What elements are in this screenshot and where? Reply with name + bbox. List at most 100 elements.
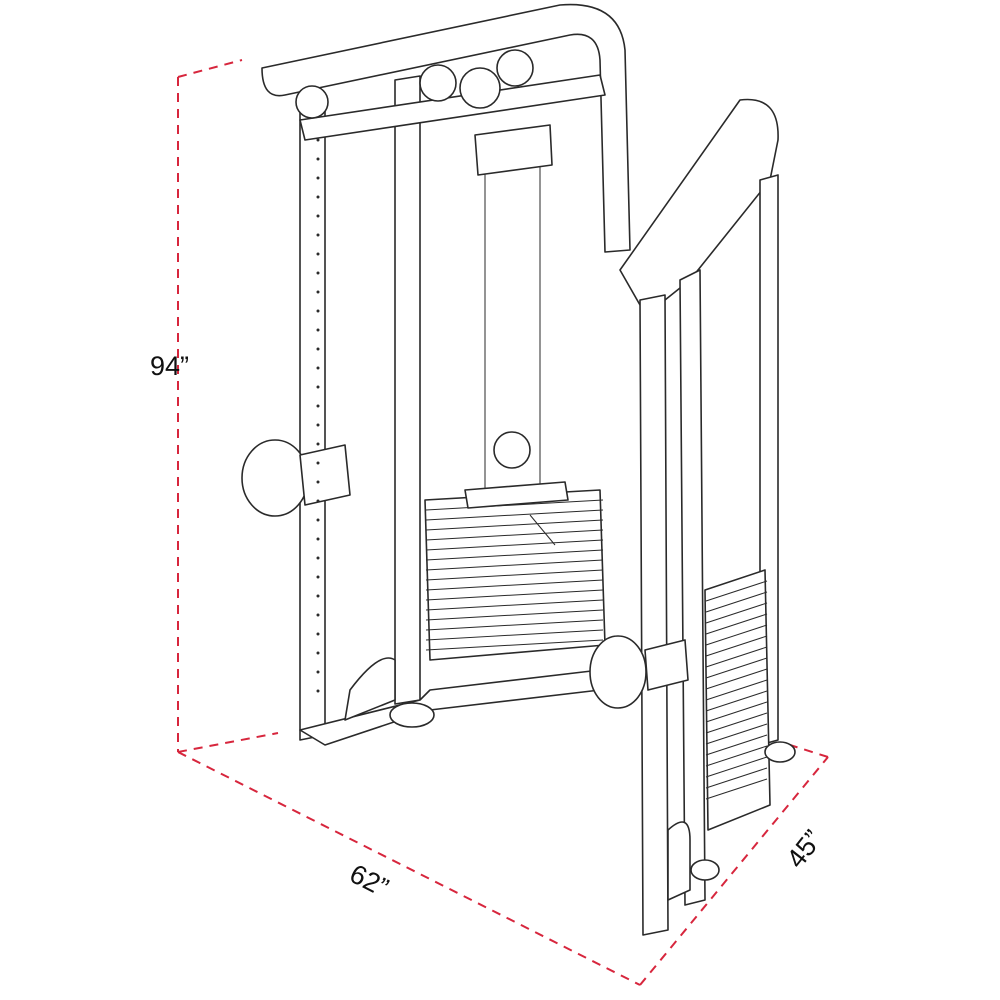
plate-edge [425, 609, 604, 621]
plate-edge [705, 778, 768, 800]
plate-edge [705, 580, 768, 602]
depth-dimension-line [639, 756, 829, 986]
plate-edge [425, 549, 604, 561]
plate-edge [705, 767, 768, 789]
plate-edge [705, 690, 768, 712]
width-dimension-line [177, 751, 641, 986]
plate-edge [705, 745, 768, 767]
adjustment-hole [316, 347, 320, 351]
left-carriage [299, 444, 351, 506]
adjustment-hole [316, 689, 320, 693]
plate-edge [425, 519, 604, 531]
top-pulley [496, 49, 534, 87]
adjustment-hole [316, 195, 320, 199]
adjustment-hole [316, 138, 320, 142]
plate-edge [425, 589, 604, 601]
plate-edge [705, 701, 768, 723]
adjustment-hole [316, 518, 320, 522]
adjustment-hole [316, 556, 320, 560]
plate-edge [425, 599, 604, 611]
width-label: 62” [345, 858, 393, 902]
plate-edge [705, 734, 768, 756]
adjustment-hole [316, 632, 320, 636]
plate-edge [705, 756, 768, 778]
adjustment-hole [316, 594, 320, 598]
height-top-extension [177, 59, 243, 78]
plate-edge [705, 624, 768, 646]
plate-edge [425, 639, 604, 651]
adjustment-hole [316, 385, 320, 389]
adjustment-hole [316, 670, 320, 674]
right-inner-upright [679, 269, 706, 906]
height-bottom-extension [177, 732, 279, 753]
adjustment-hole [316, 613, 320, 617]
plate-edge [425, 569, 604, 581]
left-adjustable-pulley [241, 439, 309, 517]
top-pulley [459, 67, 501, 109]
adjustment-hole [316, 290, 320, 294]
adjustment-hole [316, 404, 320, 408]
plate-edge [425, 579, 604, 591]
adjustment-hole [316, 423, 320, 427]
depth-label: 45” [781, 824, 829, 873]
adjustment-hole [316, 499, 320, 503]
right-lower-pulley [667, 821, 691, 901]
foot [389, 702, 435, 728]
right-weight-stack [704, 569, 771, 831]
adjustment-hole [316, 271, 320, 275]
dimension-lines [177, 59, 829, 986]
plate-edge [705, 646, 768, 668]
plate-edge [425, 559, 604, 571]
adjustment-hole [316, 176, 320, 180]
plate-edge [705, 602, 768, 624]
right-adjustable-pulley [589, 635, 647, 709]
adjustment-hole [316, 651, 320, 655]
top-pulley [419, 64, 457, 102]
foot [764, 741, 796, 763]
adjustment-hole [316, 461, 320, 465]
adjustment-hole [316, 214, 320, 218]
left-lower-pulley [344, 657, 396, 721]
plate-edge [705, 712, 768, 734]
plate-edge [425, 539, 604, 551]
adjustment-hole [316, 366, 320, 370]
plate-edge [705, 679, 768, 701]
top-weight-plate [464, 481, 569, 509]
left-rear-upright [394, 75, 421, 705]
plate-edge [425, 619, 604, 631]
plate-edge [705, 723, 768, 745]
left-base [299, 669, 601, 746]
adjustment-hole [316, 252, 320, 256]
cable-machine-drawing [241, 3, 796, 936]
left-upright [299, 104, 326, 741]
right-weight-plates [705, 580, 768, 800]
adjustment-hole [316, 157, 320, 161]
plate-edge [425, 529, 604, 541]
top-pulley [295, 85, 329, 119]
depth-extension [789, 744, 829, 758]
adjustment-hole [316, 442, 320, 446]
plate-edge [705, 591, 768, 613]
right-carriage [644, 639, 689, 691]
height-label: 94” [150, 351, 189, 381]
plate-edge [425, 629, 604, 641]
adjustment-hole [316, 480, 320, 484]
plate-edge [425, 509, 604, 521]
adjustment-holes [316, 138, 320, 693]
adjustment-hole [316, 233, 320, 237]
adjustment-hole [316, 537, 320, 541]
foot [690, 859, 720, 881]
plate-edge [705, 613, 768, 635]
adjustment-hole [316, 309, 320, 313]
adjustment-hole [316, 328, 320, 332]
adjustment-hole [316, 575, 320, 579]
selector-pulley [493, 431, 531, 469]
top-beam [261, 3, 631, 253]
top-plate [474, 124, 553, 176]
right-front-upright [639, 294, 669, 936]
selector-pin [529, 514, 556, 546]
plate-edge [705, 657, 768, 679]
plate-edge [705, 635, 768, 657]
